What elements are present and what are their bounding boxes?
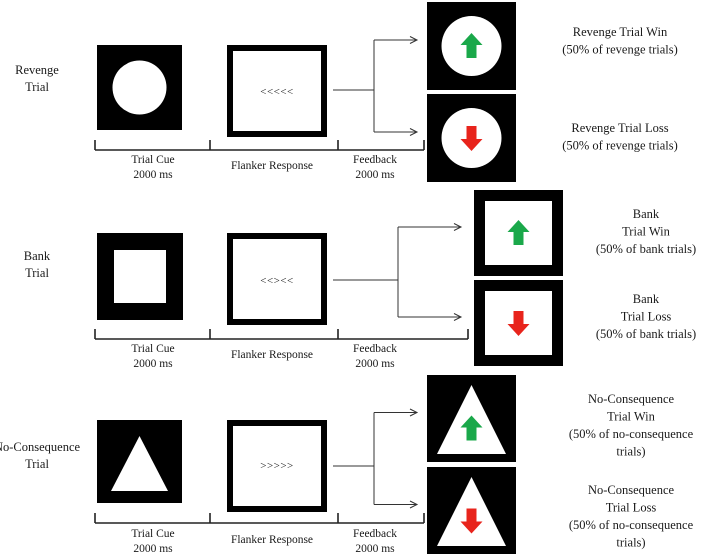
loss-feedback-panel bbox=[427, 467, 516, 554]
flanker-stimulus: <<><< bbox=[260, 275, 294, 287]
win-outcome-text-line: No-Consequence bbox=[588, 392, 675, 406]
loss-outcome-text-line: Trial Loss bbox=[621, 310, 672, 324]
loss-feedback-panel bbox=[474, 280, 563, 366]
arrowhead bbox=[453, 223, 463, 231]
feedback-caption-line: 2000 ms bbox=[355, 169, 395, 181]
win-feedback-panel bbox=[427, 2, 516, 90]
arrowhead bbox=[409, 500, 419, 509]
cue-caption-line: Trial Cue bbox=[131, 154, 174, 166]
loss-outcome-text-line: Trial Loss bbox=[606, 501, 657, 515]
win-arrow-icon bbox=[460, 415, 483, 441]
flanker-caption: Flanker Response bbox=[231, 160, 313, 172]
win-outcome-text-line: (50% of revenge trials) bbox=[562, 43, 678, 57]
arrowhead bbox=[409, 36, 419, 44]
trial-label-line: Trial bbox=[25, 457, 49, 471]
cue-caption: Trial Cue 2000 ms bbox=[131, 154, 174, 181]
trial-label-line: Bank bbox=[24, 249, 51, 263]
feedback-caption: Feedback 2000 ms bbox=[353, 154, 397, 181]
flanker-stimulus: >>>>> bbox=[260, 460, 294, 472]
flanker-caption: Flanker Response bbox=[231, 534, 313, 546]
loss-feedback-panel bbox=[427, 94, 516, 182]
loss-arrow-icon bbox=[460, 126, 483, 151]
cue-caption-line: 2000 ms bbox=[133, 169, 173, 181]
cue-caption: Trial Cue 2000 ms bbox=[131, 528, 174, 555]
feedback-caption: Feedback 2000 ms bbox=[353, 528, 397, 555]
loss-outcome-text-line: Revenge Trial Loss bbox=[571, 121, 668, 135]
flanker-caption: Flanker Response bbox=[231, 349, 313, 361]
flanker-caption-line: Flanker Response bbox=[231, 349, 313, 361]
cue-caption: Trial Cue 2000 ms bbox=[131, 343, 174, 370]
cue-caption-line: Trial Cue bbox=[131, 343, 174, 355]
flanker-caption-line: Flanker Response bbox=[231, 160, 313, 172]
square-cue-shape bbox=[114, 250, 166, 303]
loss-outcome-text-line: (50% of revenge trials) bbox=[562, 139, 678, 153]
loss-outcome-text-line: (50% of no-consequence bbox=[569, 518, 694, 532]
loss-outcome-text-line: No-Consequence bbox=[588, 483, 675, 497]
feedback-caption-line: Feedback bbox=[353, 528, 397, 540]
feedback-caption-line: 2000 ms bbox=[355, 358, 395, 370]
win-outcome-text-line: Trial Win bbox=[607, 410, 656, 424]
trial-label-line: No-Consequence bbox=[0, 440, 80, 454]
loss-outcome-text-line: (50% of bank trials) bbox=[596, 327, 696, 341]
feedback-caption-line: 2000 ms bbox=[355, 543, 395, 555]
feedback-caption-line: Feedback bbox=[353, 343, 397, 355]
cue-caption-line: 2000 ms bbox=[133, 543, 173, 555]
loss-arrow-icon bbox=[507, 311, 530, 336]
win-outcome-text-line: Bank bbox=[633, 207, 660, 221]
arrowhead bbox=[453, 313, 463, 321]
win-feedback-panel bbox=[474, 190, 563, 276]
win-arrow-icon bbox=[507, 220, 530, 245]
win-outcome-text-line: (50% of no-consequence bbox=[569, 427, 694, 441]
win-outcome-text-line: Revenge Trial Win bbox=[573, 25, 668, 39]
loss-arrow-icon bbox=[460, 508, 483, 534]
trial-label-line: Trial bbox=[25, 80, 49, 94]
win-arrow-icon bbox=[460, 33, 483, 58]
trial-label-line: Revenge bbox=[15, 63, 59, 77]
win-feedback-panel bbox=[427, 375, 516, 462]
loss-outcome-text: Revenge Trial Loss (50% of revenge trials… bbox=[562, 121, 678, 153]
flanker-panel bbox=[227, 420, 327, 512]
flanker-panel bbox=[227, 233, 327, 325]
circle-cue-shape bbox=[112, 60, 167, 115]
flanker-caption-line: Flanker Response bbox=[231, 534, 313, 546]
win-outcome-text-line: (50% of bank trials) bbox=[596, 242, 696, 256]
flanker-stimulus: <<<<< bbox=[260, 86, 294, 98]
feedback-caption-line: Feedback bbox=[353, 154, 397, 166]
win-outcome-text-line: Trial Win bbox=[622, 225, 671, 239]
triangle-cue-shape bbox=[111, 436, 168, 491]
win-outcome-text: Revenge Trial Win (50% of revenge trials) bbox=[562, 25, 678, 57]
cue-caption-line: Trial Cue bbox=[131, 528, 174, 540]
cue-caption-line: 2000 ms bbox=[133, 358, 173, 370]
arrowhead bbox=[409, 128, 419, 136]
win-outcome-text-line: trials) bbox=[616, 445, 645, 459]
arrowhead bbox=[409, 408, 419, 417]
flanker-panel bbox=[227, 45, 327, 137]
loss-outcome-text-line: trials) bbox=[616, 536, 645, 550]
trial-label-line: Trial bbox=[25, 266, 49, 280]
feedback-caption: Feedback 2000 ms bbox=[353, 343, 397, 370]
loss-outcome-text-line: Bank bbox=[633, 292, 660, 306]
